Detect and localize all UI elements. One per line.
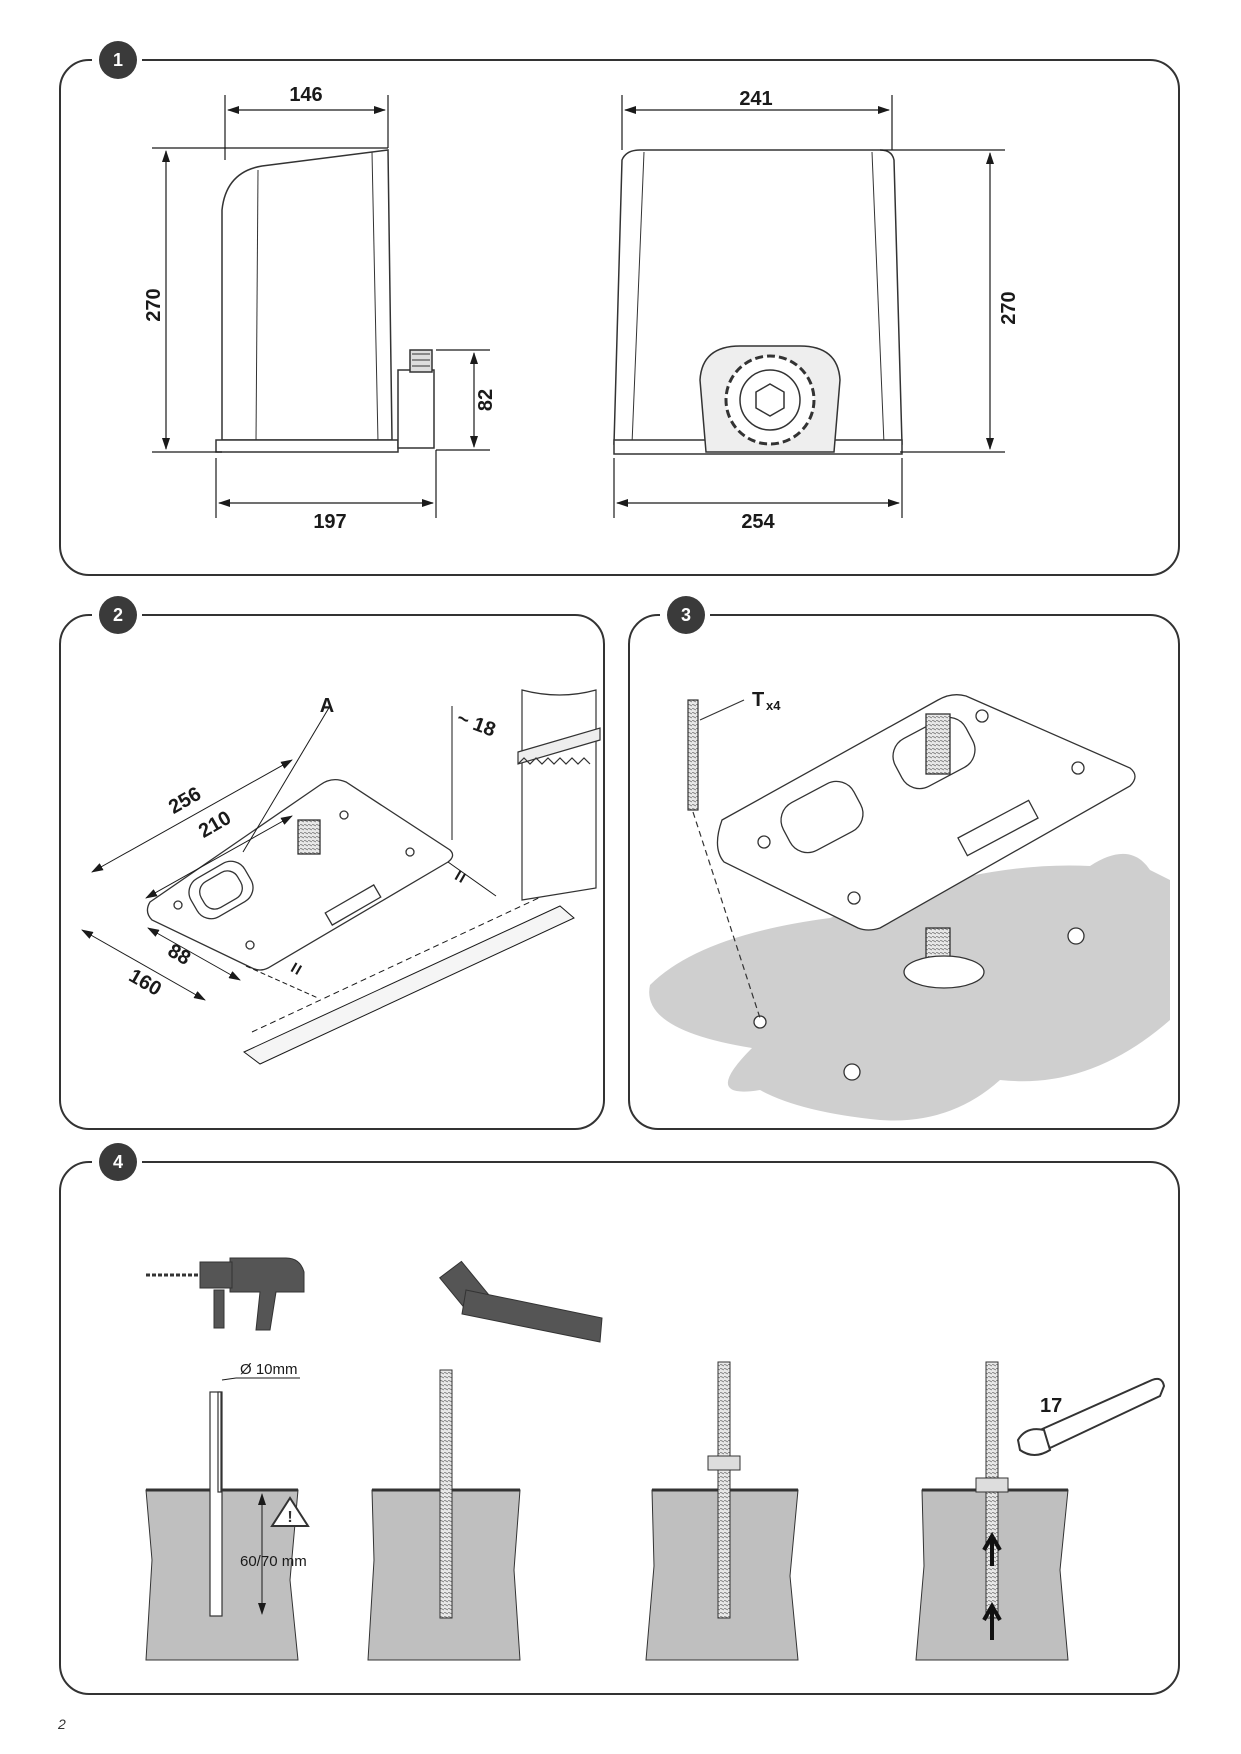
- screw-qty: x4: [766, 698, 781, 713]
- dim-front-bottom-width: 254: [741, 511, 775, 533]
- hammer-icon: [439, 1260, 603, 1343]
- page-number: 2: [58, 1716, 66, 1732]
- rod-nut-tightened: [975, 1477, 1009, 1493]
- screw-label: T: [752, 689, 764, 711]
- threaded-rod-2: [717, 1361, 731, 1619]
- equal-mark-2: =: [284, 958, 309, 979]
- dim-160: 160: [125, 965, 165, 1001]
- dim-88: 88: [164, 940, 194, 970]
- gate-post: [517, 689, 601, 901]
- anchor-base-plate: [716, 694, 1136, 1081]
- threaded-rod-1: [439, 1369, 453, 1619]
- motor-side-view: [215, 149, 435, 453]
- dim-front-height: 270: [998, 291, 1020, 324]
- anchor-screw: [687, 699, 761, 1019]
- ground-surface: [649, 853, 1170, 1121]
- svg-text:!: !: [287, 1509, 292, 1526]
- drill-diameter-label: Ø 10mm: [240, 1361, 298, 1378]
- side-dimension-lines: [152, 95, 490, 518]
- dim-side-bracket-height: 82: [475, 389, 497, 411]
- drill-dimension-lines: [221, 1377, 300, 1615]
- drill-depth-label: 60/70 mm: [240, 1553, 307, 1570]
- label-a: A: [320, 695, 334, 717]
- step-badge-1: 1: [99, 41, 137, 79]
- dim-side-bottom-depth: 197: [313, 511, 346, 533]
- dim-front-top-width: 241: [739, 88, 772, 110]
- dim-256: 256: [165, 783, 205, 819]
- dim-side-top-width: 146: [289, 84, 322, 106]
- front-dimension-lines: [613, 95, 1005, 518]
- step-badge-4: 4: [99, 1143, 137, 1181]
- motor-front-view: [613, 149, 903, 455]
- wrench-size-label: 17: [1040, 1395, 1062, 1417]
- arrow-up-icon-2: [982, 1601, 1002, 1640]
- dim-210: 210: [195, 807, 235, 843]
- step-badge-3: 3: [667, 596, 705, 634]
- arrow-up-icon: [982, 1531, 1002, 1566]
- drill-bit: [209, 1391, 223, 1617]
- warning-icon: [270, 1496, 310, 1527]
- rod-nut: [707, 1455, 741, 1471]
- dim-side-height: 270: [143, 288, 165, 321]
- equal-mark-1: =: [448, 866, 473, 887]
- step-badge-2: 2: [99, 596, 137, 634]
- drill-icon: [146, 1257, 305, 1331]
- dim-18: ~ 18: [454, 707, 499, 741]
- wrench-icon: [1016, 1377, 1166, 1456]
- plate-dimension-lines: [81, 705, 575, 1065]
